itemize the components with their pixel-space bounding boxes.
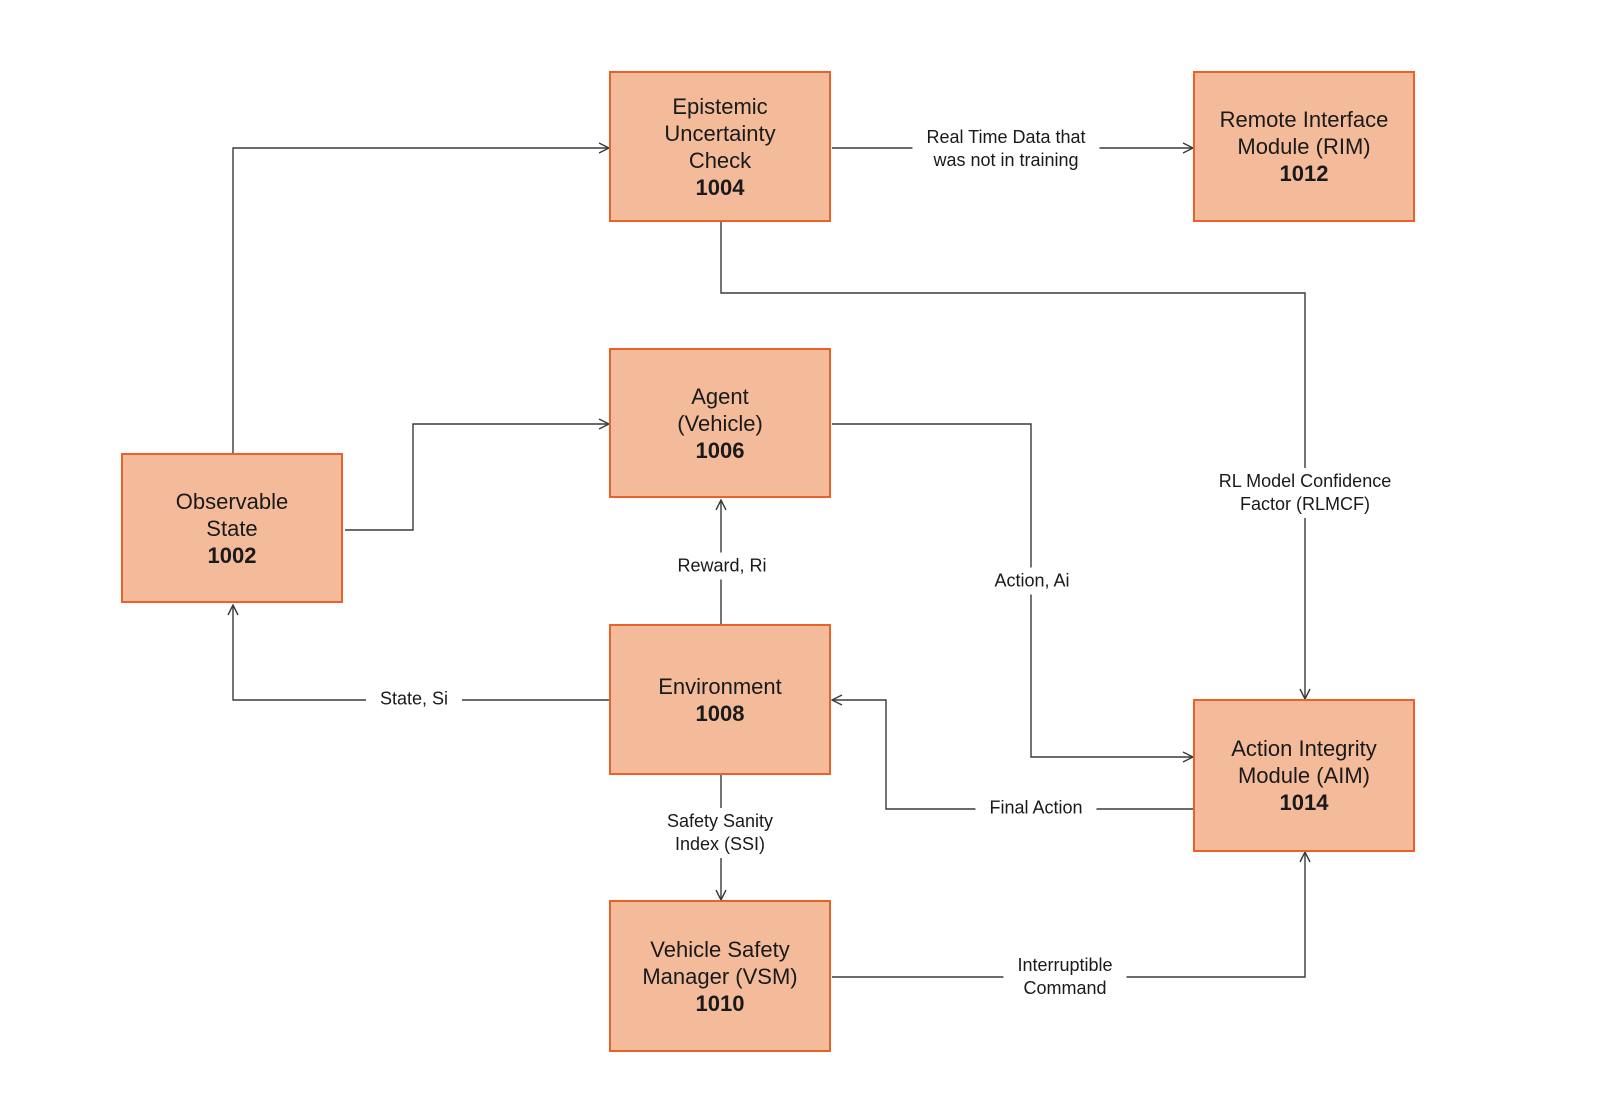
box-epistemic-name: Epistemic Uncertainty Check — [664, 93, 776, 173]
label-final-action: Final Action — [975, 794, 1097, 822]
arrow-aim-to-environment — [832, 700, 1193, 810]
box-agent-name: Agent (Vehicle) — [677, 383, 763, 436]
box-rim-number: 1012 — [1279, 161, 1329, 186]
box-aim-number: 1014 — [1279, 790, 1329, 815]
label-action: Action, Ai — [980, 567, 1084, 595]
arrow-vsm-to-aim — [832, 852, 1305, 978]
arrow-environment-to-observable — [233, 605, 609, 701]
box-observable-state: Observable State 1002 — [121, 453, 343, 603]
box-observable-state-number: 1002 — [207, 542, 257, 568]
box-vehicle-safety-manager: Vehicle Safety Manager (VSM) 1010 — [609, 900, 831, 1052]
arrow-observable-to-epistemic — [232, 148, 609, 453]
box-epistemic-uncertainty-check: Epistemic Uncertainty Check 1004 — [609, 71, 831, 222]
box-rim-name: Remote Interface Module (RIM) — [1219, 107, 1389, 159]
label-real-time-data: Real Time Data that was not in training — [912, 124, 1100, 174]
box-environment: Environment 1008 — [609, 624, 831, 775]
box-vsm-number: 1010 — [695, 990, 745, 1016]
box-action-integrity-module: Action Integrity Module (AIM) 1014 — [1193, 699, 1415, 852]
label-rlmcf: RL Model Confidence Factor (RLMCF) — [1204, 468, 1406, 518]
box-agent-vehicle: Agent (Vehicle) 1006 — [609, 348, 831, 498]
box-observable-state-name: Observable State — [175, 488, 289, 541]
box-remote-interface-module: Remote Interface Module (RIM) 1012 — [1193, 71, 1415, 222]
box-agent-number: 1006 — [695, 437, 745, 463]
box-epistemic-number: 1004 — [695, 174, 745, 200]
box-environment-name: Environment — [658, 673, 782, 699]
box-aim-name: Action Integrity Module (AIM) — [1231, 736, 1377, 788]
label-state: State, Si — [365, 685, 463, 713]
box-environment-number: 1008 — [695, 700, 745, 726]
label-ssi: Safety Sanity Index (SSI) — [652, 808, 788, 858]
box-vsm-name: Vehicle Safety Manager (VSM) — [642, 936, 798, 989]
label-reward: Reward, Ri — [663, 552, 781, 580]
arrow-observable-to-agent — [345, 424, 609, 531]
label-interruptible-command: Interruptible Command — [1003, 952, 1127, 1002]
